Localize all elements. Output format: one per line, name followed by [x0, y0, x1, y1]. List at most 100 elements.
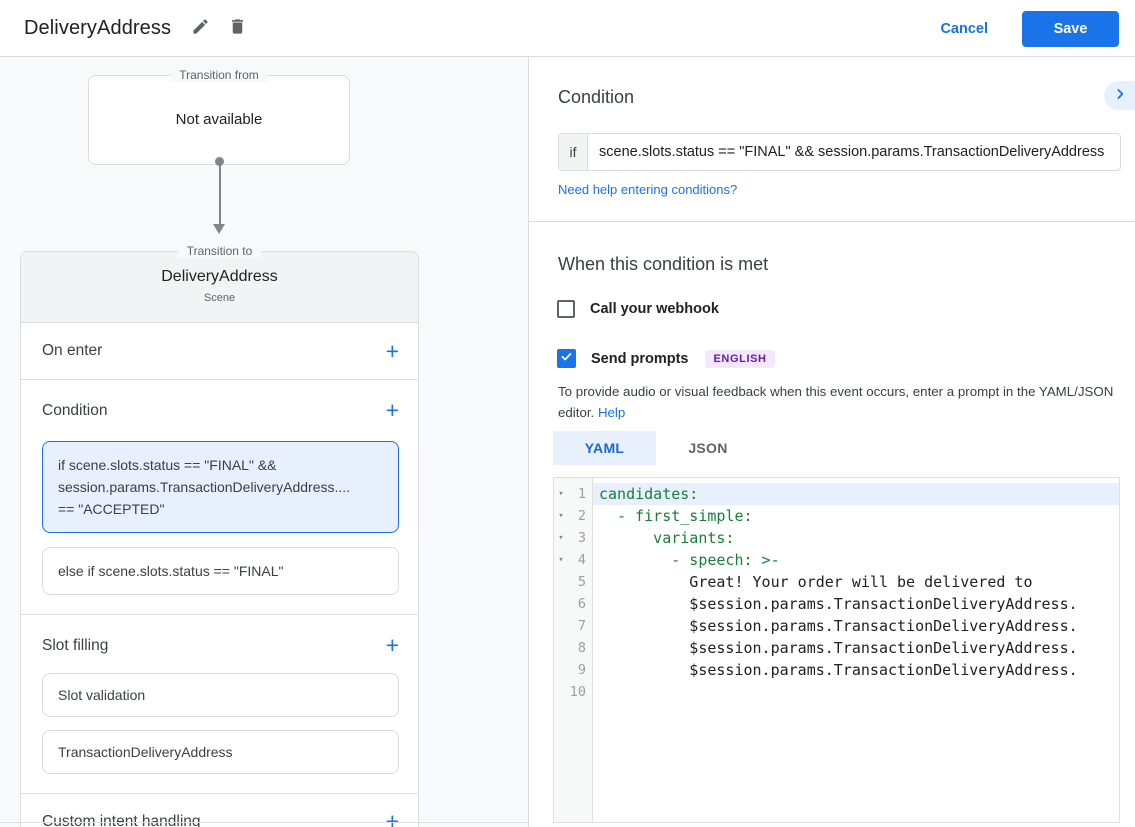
condition-panel-title: Condition	[558, 87, 635, 107]
delete-scene-button[interactable]	[224, 13, 251, 43]
webhook-label: Call your webhook	[590, 301, 719, 317]
call-webhook-row[interactable]: Call your webhook	[557, 300, 719, 318]
line-number: 8	[577, 640, 586, 656]
line-number: 4	[577, 552, 586, 568]
condition-input-group: if scene.slots.status == "FINAL" && sess…	[558, 133, 1121, 171]
checkmark-icon	[560, 350, 573, 368]
transition-from-value: Not available	[175, 111, 263, 128]
prompt-description-text: To provide audio or visual feedback when…	[558, 384, 1114, 420]
fold-spacer	[554, 615, 568, 637]
add-on-enter-icon[interactable]: +	[385, 337, 399, 364]
code-text: $session.params.TransactionDeliveryAddre…	[599, 617, 1078, 635]
section-divider	[529, 221, 1135, 222]
transition-from-label: Transition from	[170, 68, 268, 82]
cancel-button[interactable]: Cancel	[924, 13, 1004, 45]
fold-toggle-icon[interactable]: ▾	[558, 533, 564, 543]
language-badge: ENGLISH	[705, 349, 775, 368]
slot-filling-label: Slot filling	[42, 636, 109, 654]
code-text	[593, 681, 1119, 703]
editor-tabs: YAML JSON	[553, 431, 760, 465]
add-slot-icon[interactable]: +	[385, 632, 399, 658]
code-line[interactable]: ▾ 1 candidates:	[554, 483, 1119, 505]
code-text: $session.params.TransactionDeliveryAddre…	[599, 661, 1078, 679]
code-text: - first_simple:	[599, 507, 753, 525]
transition-to-box: Transition to DeliveryAddress Scene On e…	[20, 244, 419, 827]
condition-line: else if scene.slots.status == "FINAL"	[58, 563, 284, 579]
fold-spacer	[554, 637, 568, 659]
fold-spacer	[554, 681, 568, 703]
fold-spacer	[554, 571, 568, 593]
fold-toggle-icon[interactable]: ▾	[558, 555, 564, 565]
condition-card-selected[interactable]: if scene.slots.status == "FINAL" && sess…	[42, 441, 399, 533]
custom-intent-row[interactable]: Custom intent handling +	[21, 794, 418, 827]
collapse-panel-button[interactable]	[1104, 81, 1135, 110]
trash-icon	[228, 17, 247, 39]
top-bar: DeliveryAddress Cancel Save	[0, 0, 1135, 57]
line-number: 1	[577, 486, 586, 502]
code-text: Great! Your order will be delivered to	[599, 573, 1033, 591]
code-text: $session.params.TransactionDeliveryAddre…	[599, 639, 1078, 657]
code-text: candidates:	[593, 483, 1119, 505]
fold-spacer	[554, 659, 568, 681]
code-line[interactable]: 7 $session.params.TransactionDeliveryAdd…	[554, 615, 1119, 637]
on-enter-label: On enter	[42, 342, 103, 359]
slot-filling-section: Slot filling + Slot validation Transacti…	[21, 615, 418, 794]
custom-intent-label: Custom intent handling	[42, 812, 201, 827]
line-number: 2	[577, 508, 586, 524]
scene-type-label: Scene	[203, 292, 236, 304]
page-title: DeliveryAddress	[24, 16, 172, 39]
code-line[interactable]: 10	[554, 681, 1119, 703]
chevron-right-icon	[1113, 87, 1127, 104]
line-number: 6	[577, 596, 586, 612]
slot-validation-card[interactable]: Slot validation	[42, 673, 399, 717]
connector-arrowhead-icon	[213, 224, 225, 234]
tab-json[interactable]: JSON	[688, 440, 728, 456]
line-number: 3	[577, 530, 586, 546]
condition-line: session.params.TransactionDeliveryAddres…	[58, 479, 351, 495]
line-number: 5	[577, 574, 586, 590]
if-prefix-label: if	[559, 134, 588, 170]
on-enter-row[interactable]: On enter +	[21, 323, 418, 380]
fold-toggle-icon[interactable]: ▾	[558, 511, 564, 521]
code-line[interactable]: ▾ 4 - speech: >-	[554, 549, 1119, 571]
transition-from-box: Transition from Not available	[88, 68, 350, 165]
code-line[interactable]: 6 $session.params.TransactionDeliveryAdd…	[554, 593, 1119, 615]
condition-card[interactable]: else if scene.slots.status == "FINAL"	[42, 547, 399, 595]
condition-line: == "ACCEPTED"	[58, 501, 165, 517]
transition-to-label: Transition to	[177, 244, 262, 258]
send-prompts-row[interactable]: Send prompts ENGLISH	[557, 349, 775, 368]
line-number: 9	[577, 662, 586, 678]
code-line[interactable]: ▾3 variants:	[554, 527, 1119, 549]
webhook-checkbox[interactable]	[557, 300, 575, 318]
tab-yaml[interactable]: YAML	[553, 431, 656, 465]
condition-input[interactable]: scene.slots.status == "FINAL" && session…	[599, 144, 1105, 160]
scene-name: DeliveryAddress	[161, 268, 278, 285]
fold-toggle-icon[interactable]: ▾	[558, 489, 564, 499]
condition-section-label: Condition	[42, 401, 108, 419]
when-met-title: When this condition is met	[558, 254, 769, 274]
condition-line: if scene.slots.status == "FINAL" &&	[58, 457, 277, 473]
edit-scene-button[interactable]	[187, 13, 214, 43]
code-text: - speech: >-	[599, 551, 780, 569]
scene-diagram-panel: Transition from Not available Transition…	[0, 57, 528, 827]
code-line[interactable]: ▾ 2 - first_simple:	[554, 505, 1119, 527]
code-text: $session.params.TransactionDeliveryAddre…	[599, 595, 1078, 613]
add-condition-icon[interactable]: +	[385, 397, 399, 423]
code-line[interactable]: 9 $session.params.TransactionDeliveryAdd…	[554, 659, 1119, 681]
connector-line	[218, 163, 221, 224]
slot-card[interactable]: TransactionDeliveryAddress	[42, 730, 399, 774]
condition-editor-panel: Condition if scene.slots.status == "FINA…	[528, 57, 1135, 827]
pencil-icon	[191, 17, 210, 39]
send-prompts-label: Send prompts	[591, 350, 689, 367]
send-prompts-checkbox[interactable]	[557, 349, 576, 368]
help-link[interactable]: Help	[597, 405, 626, 420]
add-custom-intent-icon[interactable]: +	[385, 808, 399, 827]
code-line[interactable]: 5 Great! Your order will be delivered to	[554, 571, 1119, 593]
code-line[interactable]: 8 $session.params.TransactionDeliveryAdd…	[554, 637, 1119, 659]
connector-dot	[215, 157, 224, 166]
condition-help-link[interactable]: Need help entering conditions?	[558, 182, 738, 197]
fold-spacer	[554, 593, 568, 615]
prompt-description: To provide audio or visual feedback when…	[558, 381, 1114, 423]
save-button[interactable]: Save	[1022, 10, 1119, 47]
